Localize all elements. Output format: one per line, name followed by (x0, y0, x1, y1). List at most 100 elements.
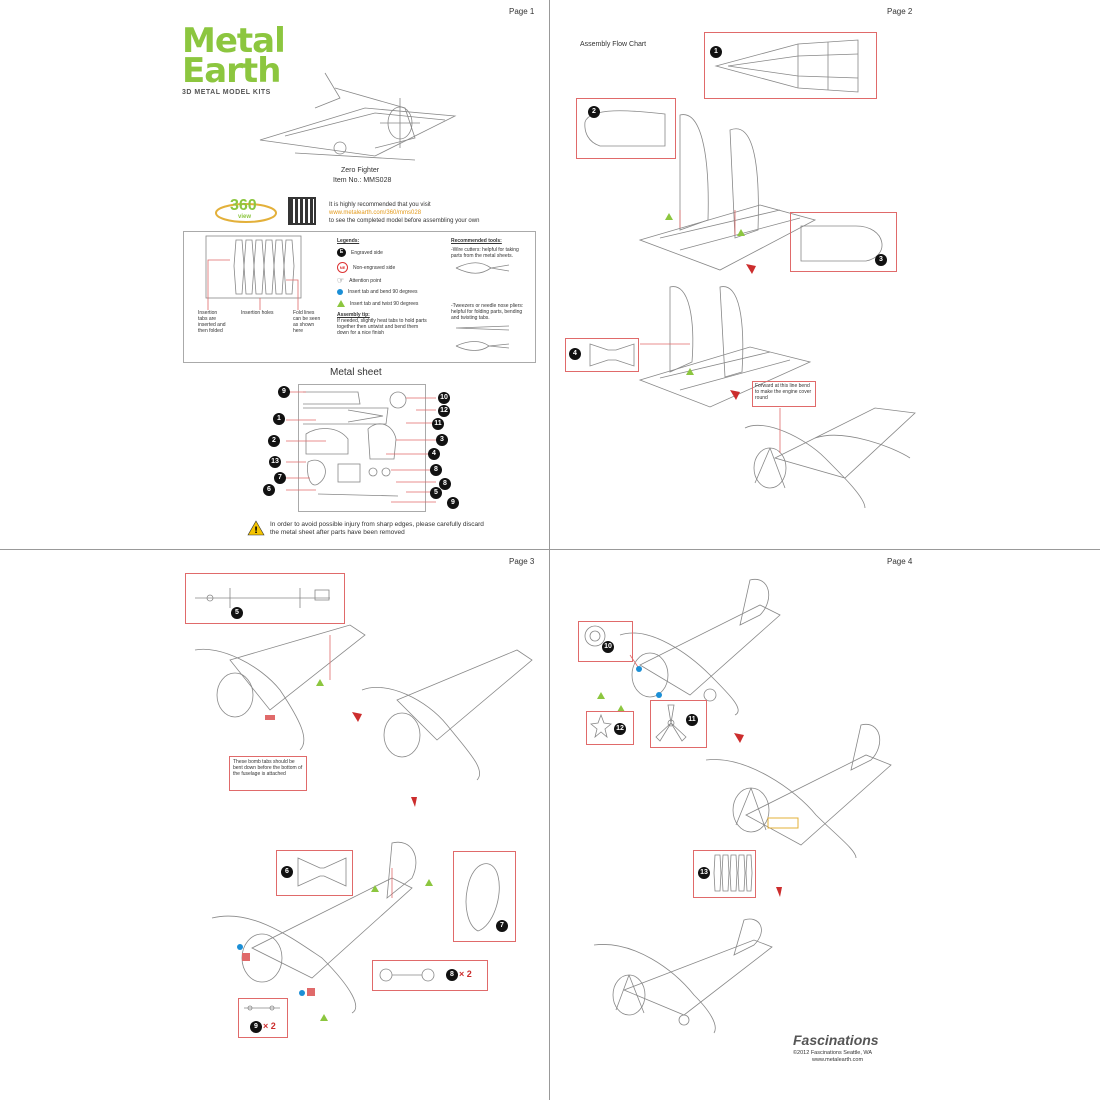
360-sub: view (238, 214, 252, 220)
step-10-assembly (619, 578, 781, 716)
part-3-tail (800, 225, 883, 262)
step-11-assembly (705, 723, 892, 859)
copyright: ©2012 Fascinations Seattle, WA (793, 1050, 873, 1056)
360-label: 360 (230, 197, 257, 214)
red-arrow-down-2 (730, 390, 740, 400)
part-9-piece (244, 1005, 280, 1011)
sheet-callout-12: 12 (438, 405, 450, 417)
recommend-line3: to see the completed model before assemb… (329, 218, 480, 224)
part-13-box (693, 850, 756, 898)
legend-green: Insert tab and twist 90 degrees (337, 300, 447, 307)
attention-hand-icon: ☞ (337, 276, 345, 285)
step-callout-1: 1 (710, 46, 722, 58)
sheet-callout-7: 7 (274, 472, 286, 484)
qr-code[interactable] (288, 197, 316, 225)
legends-title: Legends: (337, 238, 360, 244)
part-12-star (590, 713, 612, 739)
part-2-box (576, 98, 676, 159)
step-callout-11: 11 (686, 714, 698, 726)
part-6-box (276, 850, 353, 896)
page-number-4: Page 4 (887, 557, 913, 566)
forward-note: Forward at this line bend to make the en… (755, 383, 812, 401)
warning-text: In order to avoid possible injury from s… (270, 521, 484, 536)
360-view-badge[interactable]: 360 view (214, 195, 278, 225)
green-tab-marker (316, 673, 324, 691)
footer-url[interactable]: www.metalearth.com (812, 1057, 864, 1063)
blue-tab-marker (656, 685, 662, 703)
warning-icon: ! (247, 520, 265, 536)
part-11-propeller (655, 704, 687, 742)
step-callout-3: 3 (875, 254, 887, 266)
legend-nonengraved-label: Non-engraved side (353, 264, 396, 271)
metal-sheet-title: Metal sheet (330, 367, 382, 378)
logo-line2: Earth (182, 51, 281, 91)
legend-engraved-label: Engraved side (351, 249, 383, 256)
metal-sheet-leaders (286, 391, 436, 503)
assembly-tip-text: If needed, slightly heat tabs to hold pa… (337, 318, 427, 336)
sheet-callout-13: 13 (269, 456, 281, 468)
zero-fighter-illustration (259, 72, 457, 161)
step-1-assembly (638, 114, 817, 271)
recommend-url[interactable]: www.metalearth.com/360/mms028 (329, 210, 422, 216)
step-callout-9: 9 (250, 1021, 262, 1033)
green-tab-marker (371, 879, 379, 897)
tool-tweezers: -Tweezers or needle nose pliers: helpful… (451, 303, 524, 321)
bomb-note-box (229, 756, 307, 791)
part-1-box (704, 32, 877, 99)
step-6-assembly (361, 649, 533, 781)
legend-blue-label: Insert tab and bend 90 degrees (348, 289, 418, 295)
tools-title: Recommended tools: (451, 238, 502, 244)
part-4-box (565, 338, 639, 372)
tweezers-icon (455, 325, 510, 331)
legend-blue: Insert tab and bend 90 degrees (337, 289, 447, 295)
sheet-callout-10: 10 (438, 392, 450, 404)
step-callout-7: 7 (496, 920, 508, 932)
part-1-fuselage (714, 39, 859, 93)
step-callout-4: 4 (569, 348, 581, 360)
part-10-ring (584, 625, 606, 647)
red-arrow-down-4 (411, 797, 417, 807)
legend-attention: ☞ Attention point (337, 276, 447, 285)
part-9-quantity: × 2 (263, 1021, 276, 1031)
part-5-box (185, 573, 345, 624)
part-8-quantity: × 2 (459, 969, 472, 979)
blue-tab-marker (636, 659, 642, 677)
green-tab-marker (737, 223, 745, 241)
fold-lines-caption: Fold lines can be seen as shown here (293, 310, 321, 334)
engraved-icon: E (337, 248, 346, 257)
forward-note-box (752, 381, 816, 407)
blue-tab-marker (237, 937, 243, 955)
completed-model (593, 918, 773, 1034)
red-arrow-down-5 (734, 733, 744, 743)
blue-tab-marker (299, 983, 305, 1001)
step-2-assembly (638, 286, 812, 408)
vertical-divider (549, 0, 550, 1100)
metal-earth-logo: Metal Earth 3D METAL MODEL KITS (182, 21, 286, 96)
part-13-bombs (713, 854, 753, 892)
part-8-piece (379, 968, 435, 982)
part-12-box (586, 711, 634, 745)
sheet-callout-2: 2 (268, 435, 280, 447)
logo-line1: Metal (182, 21, 286, 61)
step-callout-12: 12 (614, 723, 626, 735)
green-tab-marker (686, 362, 694, 380)
legend-attention-label: Attention point (349, 278, 382, 284)
red-arrow-down-6 (776, 887, 782, 897)
horizontal-divider (0, 549, 1100, 550)
green-tab-marker (320, 1008, 328, 1026)
page-number-2: Page 2 (887, 7, 913, 16)
legend-green-label: Insert tab and twist 90 degrees (350, 300, 419, 307)
part-8-box (372, 960, 488, 991)
part-7-piece (465, 863, 500, 932)
red-arrow-down-3 (352, 712, 362, 722)
green-tab-marker (425, 873, 433, 891)
step-callout-2: 2 (588, 106, 600, 118)
green-triangle-icon (337, 300, 345, 307)
product-item-no: Item No.: MMS028 (333, 177, 392, 184)
sheet-callout-1: 1 (273, 413, 285, 425)
green-tab-marker (665, 207, 673, 225)
insertion-holes-caption: Insertion holes (241, 310, 274, 316)
fascinations-brand: Fascinations (793, 1032, 879, 1048)
